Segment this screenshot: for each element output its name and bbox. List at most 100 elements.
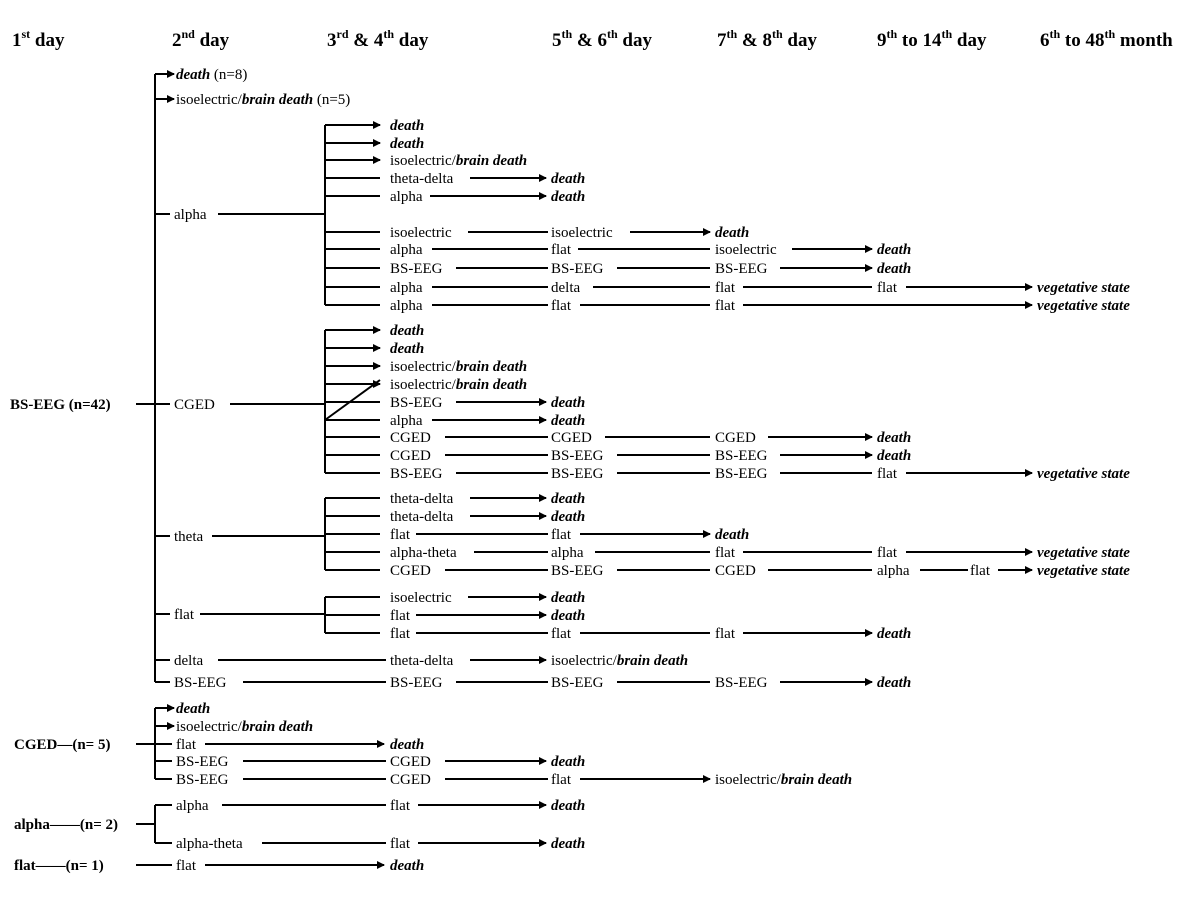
label-part: alpha [174, 207, 207, 223]
header-part: & 4 [349, 30, 384, 51]
label-part: flat [877, 545, 898, 561]
cged-node: BS-EEG [390, 395, 443, 411]
label-part: BS-EEG [551, 261, 604, 277]
label-part: vegetative state [1037, 563, 1130, 579]
label-part: flat [551, 298, 572, 314]
label-part: death [551, 171, 585, 187]
g2-node: flat [176, 737, 197, 753]
label-part: death [176, 67, 210, 83]
cged-node: alpha [390, 413, 423, 429]
delta-node: theta-delta [390, 653, 454, 669]
label-part: CGED [390, 563, 431, 579]
column-header-1: 1st day [12, 27, 65, 51]
header-part: day [195, 30, 230, 51]
cged-node: BS-EEG [715, 448, 768, 464]
flat-outcome-death: death [877, 626, 911, 642]
label-part: ——(n= 2) [49, 817, 118, 833]
alpha-outcome-death: death [877, 242, 911, 258]
label-part: BS-EEG [715, 448, 768, 464]
pathway-brain-death-n5: isoelectric/brain death (n=5) [176, 92, 350, 108]
label-part: flat [390, 836, 411, 852]
label-part: alpha [176, 798, 209, 814]
label-part: flat [14, 858, 36, 874]
label-part: (n=8) [210, 67, 247, 83]
label-part: alpha [877, 563, 910, 579]
label-part: death [877, 261, 911, 277]
day2-node-theta: theta [174, 529, 203, 545]
header-part: th [607, 27, 618, 41]
label-part: brain death [456, 153, 527, 169]
label-part: CGED [174, 397, 215, 413]
alpha-node: flat [715, 298, 736, 314]
label-part: death [877, 626, 911, 642]
label-part: theta [174, 529, 203, 545]
label-part: isoelectric [390, 225, 452, 241]
label-part: death [551, 413, 585, 429]
g3-node: flat [390, 836, 411, 852]
bseeg-outcome-death: death [877, 675, 911, 691]
header-part: th [942, 27, 953, 41]
theta-node: flat [970, 563, 991, 579]
label-part: death [390, 341, 424, 357]
label-part: brain death [456, 359, 527, 375]
label-part: alpha [551, 545, 584, 561]
label-part: death [390, 858, 424, 874]
label-part: BS-EEG [551, 466, 604, 482]
theta-node: flat [877, 545, 898, 561]
day2-node-CGED: CGED [174, 397, 215, 413]
theta-node: CGED [715, 563, 756, 579]
label-part: alpha-theta [176, 836, 243, 852]
theta-node: theta-delta [390, 491, 454, 507]
header-part: th [1105, 27, 1116, 41]
alpha-outcome-death: death [390, 136, 424, 152]
theta-node: alpha-theta [390, 545, 457, 561]
label-part: death [877, 448, 911, 464]
header-part: day [783, 30, 818, 51]
label-part: flat [715, 626, 736, 642]
group-label-cged: CGED—(n= 5) [14, 737, 110, 753]
label-part: alpha [390, 413, 423, 429]
header-part: rd [337, 27, 349, 41]
alpha-node: BS-EEG [715, 261, 768, 277]
label-part: CGED [390, 448, 431, 464]
alpha-node: delta [551, 280, 580, 296]
label-part: brain death [617, 653, 688, 669]
header-part: th [772, 27, 783, 41]
header-part: day [394, 30, 429, 51]
label-part: flat [176, 737, 197, 753]
cged-node: CGED [715, 430, 756, 446]
label-part: theta-delta [390, 653, 454, 669]
label-part: BS-EEG [174, 675, 227, 691]
g3-outcome-death: death [551, 836, 585, 852]
label-part: isoelectric [551, 225, 613, 241]
label-part: isoelectric/ [715, 772, 782, 788]
cged-node: BS-EEG [390, 466, 443, 482]
label-part: death [551, 509, 585, 525]
label-part: death [390, 737, 424, 753]
theta-node: theta-delta [390, 509, 454, 525]
header-part: st [22, 27, 31, 41]
alpha-node: theta-delta [390, 171, 454, 187]
label-part: flat [715, 298, 736, 314]
cged-outcome-brain-death: isoelectric/brain death [390, 359, 527, 375]
flat-node: isoelectric [390, 590, 452, 606]
label-part: CGED [715, 563, 756, 579]
label-part: death [551, 590, 585, 606]
flat-outcome-death: death [551, 590, 585, 606]
label-part: flat [551, 527, 572, 543]
g2-node: BS-EEG [176, 772, 229, 788]
label-part: CGED [390, 772, 431, 788]
header-part: 5 [552, 30, 562, 51]
alpha-outcome-death: death [715, 225, 749, 241]
label-part: alpha [390, 298, 423, 314]
theta-node: flat [551, 527, 572, 543]
day2-node-alpha: alpha [174, 207, 207, 223]
delta-outcome-brain-death: isoelectric/brain death [551, 653, 688, 669]
day2-node-delta: delta [174, 653, 203, 669]
label-part: alpha [390, 242, 423, 258]
label-part: CGED [390, 754, 431, 770]
label-part: death [877, 242, 911, 258]
cged-outcome-death: death [551, 413, 585, 429]
label-part: death [176, 701, 210, 717]
label-part: vegetative state [1037, 545, 1130, 561]
